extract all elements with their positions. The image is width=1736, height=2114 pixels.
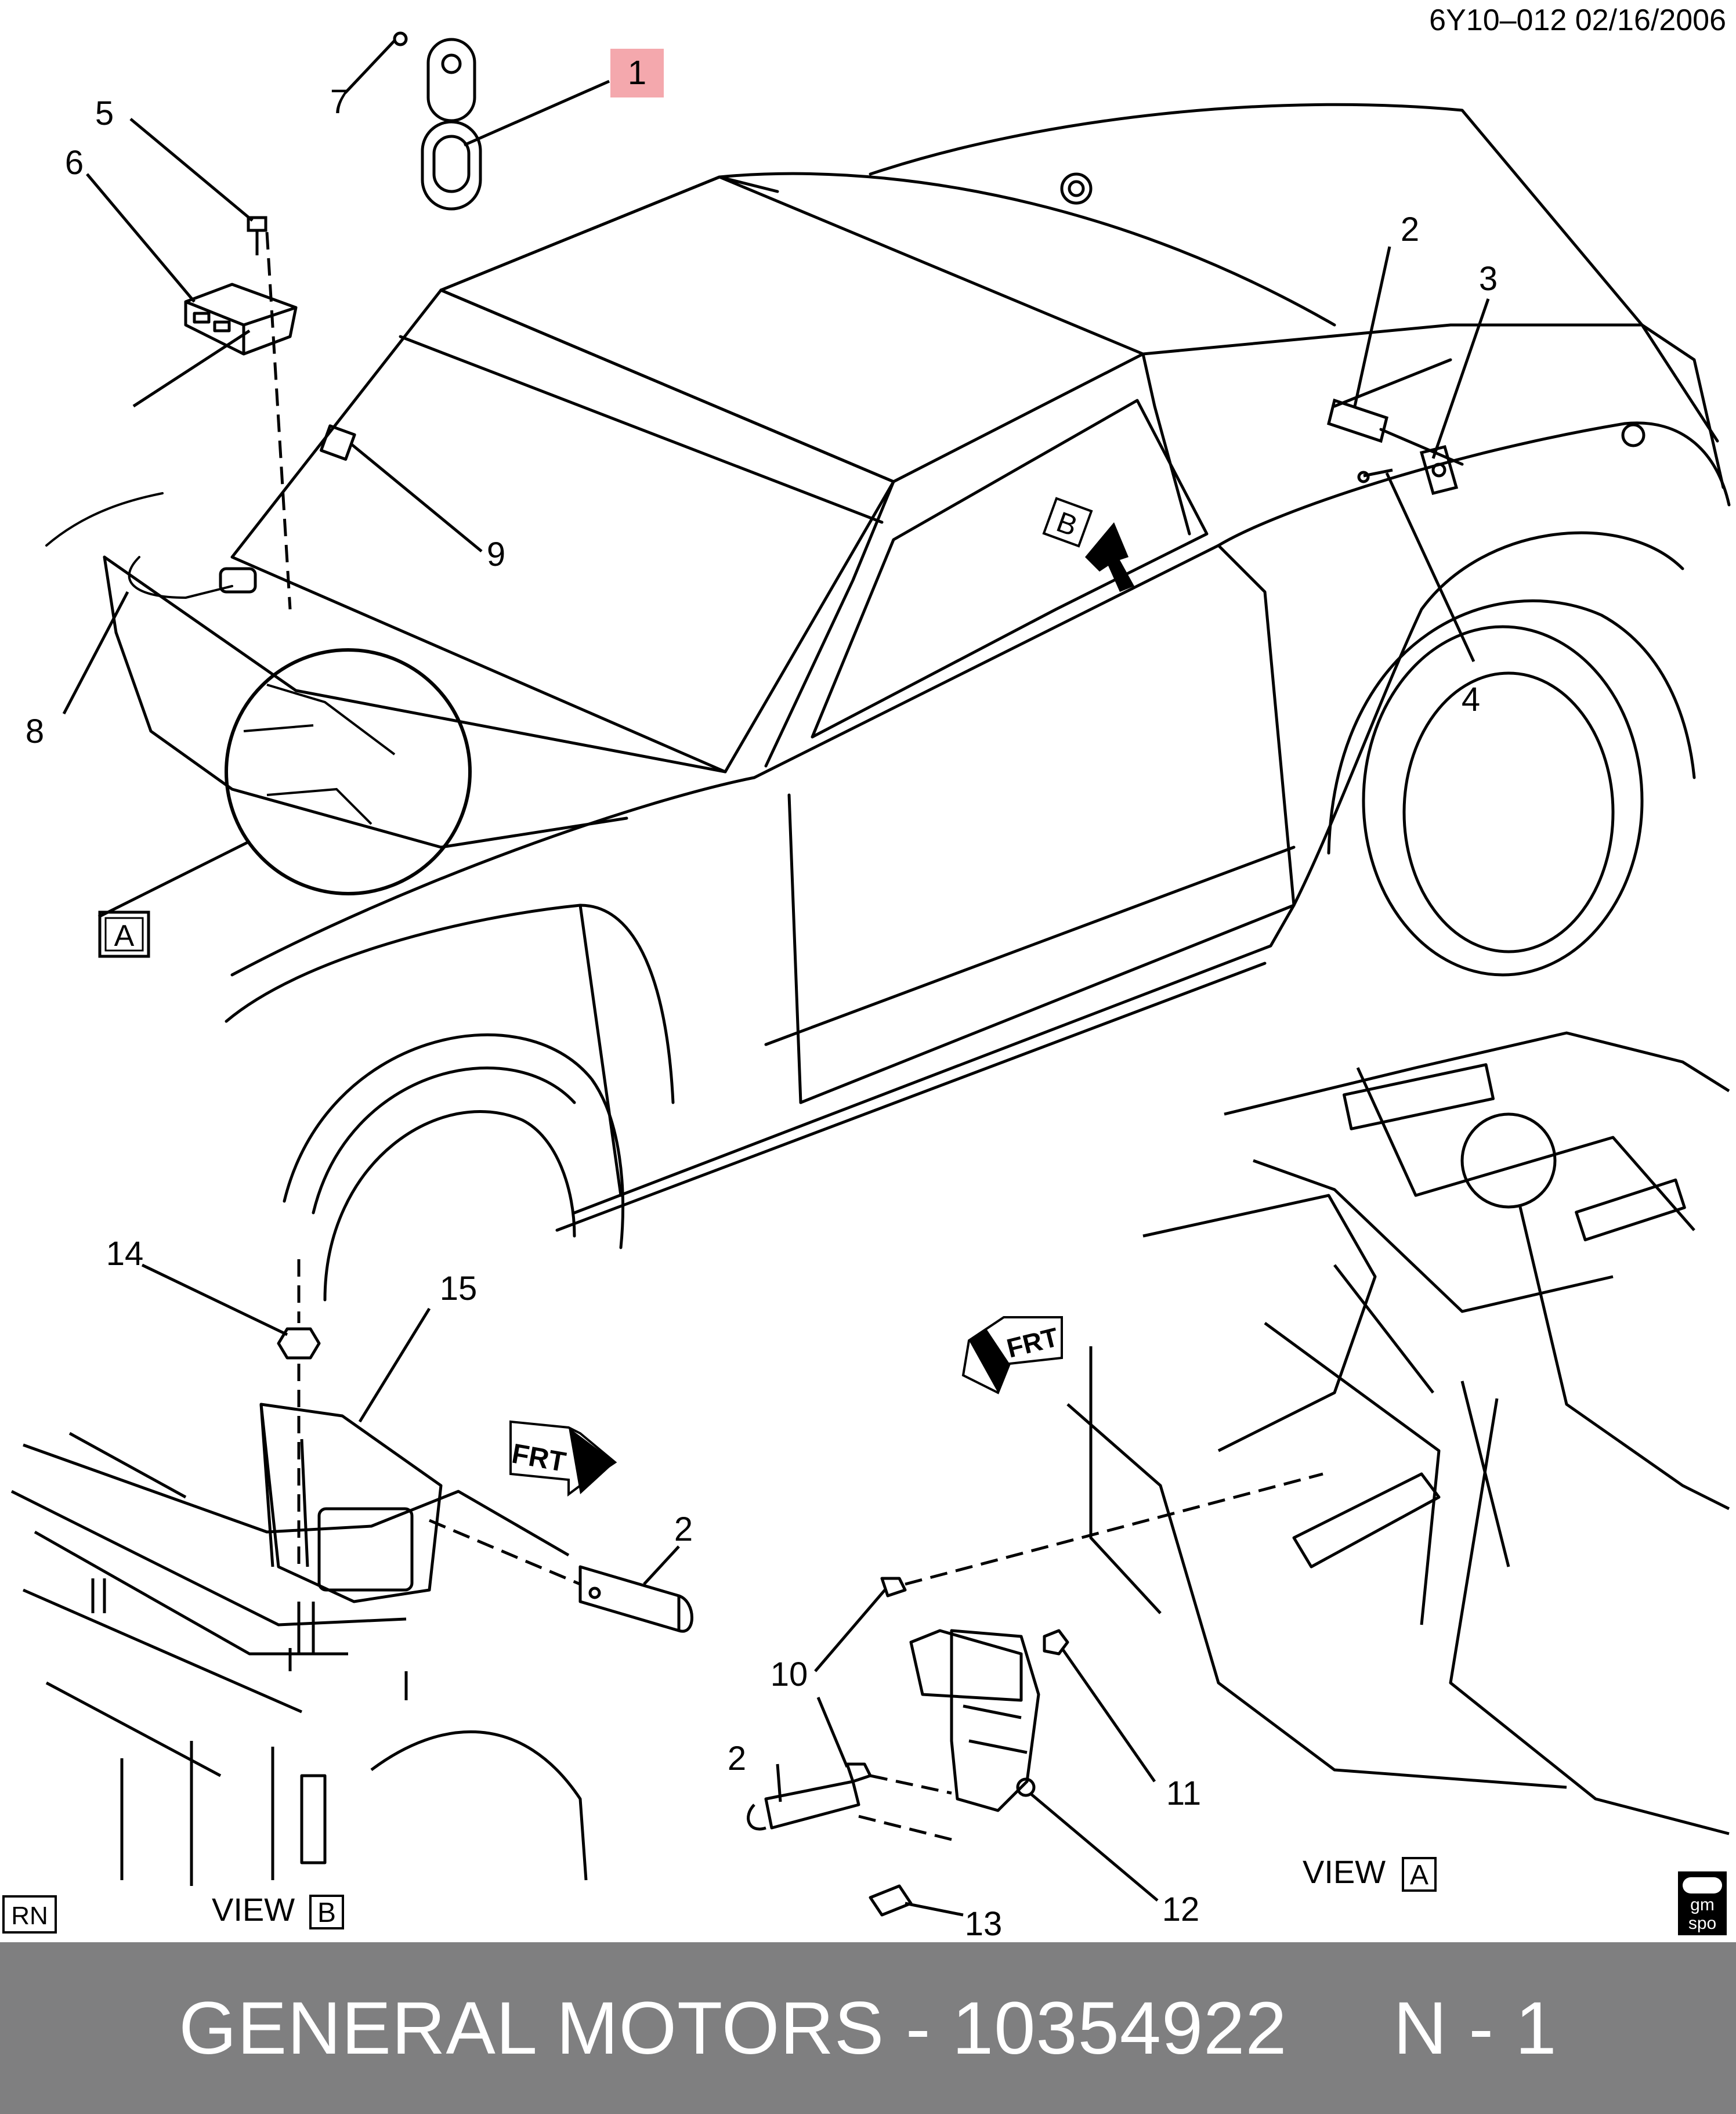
callout-4: 4 xyxy=(1462,681,1480,718)
callout-10: 10 xyxy=(771,1656,808,1693)
car-body-drawing xyxy=(45,103,1731,1302)
gmspo-logo: gm spo xyxy=(1678,1871,1727,1935)
view-a-drawing xyxy=(747,1031,1730,1917)
control-module-part xyxy=(184,283,298,356)
rn-label: RN xyxy=(2,1895,57,1934)
fastener-4-part xyxy=(1357,468,1393,483)
callout-12: 12 xyxy=(1162,1891,1200,1928)
footer-part-number: GENERAL MOTORS - 10354922 N - 1 xyxy=(179,1986,1557,2070)
view-b-label: VIEW B xyxy=(212,1891,344,1929)
parts-diagram: 6Y10–012 02/16/2006 xyxy=(2,3,1731,1942)
svg-text:spo: spo xyxy=(1688,1914,1716,1933)
svg-text:A: A xyxy=(114,919,135,953)
antenna-2-top-part xyxy=(1327,398,1388,443)
svg-text:RN: RN xyxy=(11,1902,48,1930)
callout-2: 2 xyxy=(1401,211,1419,248)
footer-bar: GENERAL MOTORS - 10354922 N - 1 xyxy=(0,1942,1736,2114)
bolt-5-part xyxy=(247,216,267,255)
callout-8: 8 xyxy=(26,713,44,750)
view-b-drawing xyxy=(10,1259,693,1886)
svg-text:gm: gm xyxy=(1690,1895,1715,1914)
callout-7: 7 xyxy=(330,83,349,121)
diagram-code: 6Y10–012 02/16/2006 xyxy=(1429,3,1726,37)
svg-text:A: A xyxy=(1410,1860,1428,1891)
callout-9: 9 xyxy=(487,536,505,573)
callout-2: 2 xyxy=(674,1510,693,1548)
callout-1-highlight xyxy=(610,49,664,97)
callout-15: 15 xyxy=(440,1270,478,1307)
view-b-arrow-marker: B xyxy=(1042,497,1134,592)
svg-text:VIEW: VIEW xyxy=(212,1891,295,1928)
front-direction-arrow-a: FRT xyxy=(961,1316,1063,1394)
callout-3: 3 xyxy=(1479,260,1498,298)
front-direction-arrow-b: FRT xyxy=(509,1420,617,1497)
view-a-magnifier xyxy=(97,648,472,919)
callout-1: 1 xyxy=(628,54,646,92)
svg-text:VIEW: VIEW xyxy=(1303,1853,1386,1890)
view-marker-a: A xyxy=(98,910,150,958)
callout-11: 11 xyxy=(1166,1775,1201,1812)
leader-lines xyxy=(62,39,1490,1917)
key-fob-part xyxy=(393,31,482,211)
callout-5: 5 xyxy=(95,95,114,132)
callout-2: 2 xyxy=(728,1740,746,1777)
callout-13: 13 xyxy=(965,1905,1003,1942)
callout-14: 14 xyxy=(106,1235,144,1273)
callout-6: 6 xyxy=(65,144,84,182)
view-a-label: VIEW A xyxy=(1303,1853,1437,1892)
svg-text:B: B xyxy=(317,1898,336,1928)
